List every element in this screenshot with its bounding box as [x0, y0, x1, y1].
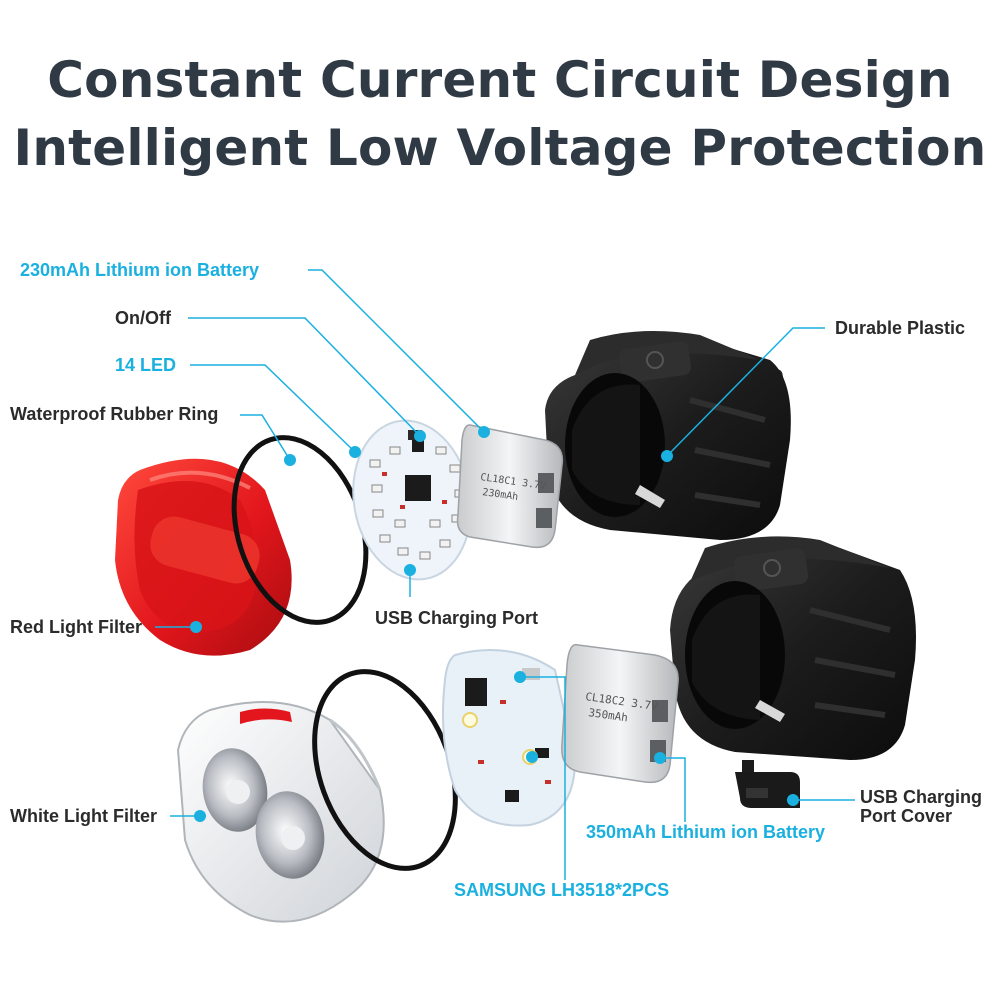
headline-line-1: Constant Current Circuit Design	[47, 51, 953, 109]
leader-samsung	[520, 676, 566, 880]
leader-on-off	[188, 317, 421, 437]
label-battery-230: 230mAh Lithium ion Battery	[20, 260, 260, 280]
label-rubber-ring: Waterproof Rubber Ring	[10, 404, 219, 424]
label-usb-cover-line-1: USB Charging	[860, 787, 983, 807]
leader-durable-plastic	[666, 327, 825, 457]
label-white-filter: White Light Filter	[10, 806, 157, 826]
label-durable-plastic: Durable Plastic	[835, 318, 966, 338]
usb-port-cover	[735, 760, 800, 808]
label-battery-350: 350mAh Lithium ion Battery	[586, 822, 826, 842]
leader-14-led	[190, 364, 356, 453]
leader-battery-350	[660, 757, 686, 822]
label-usb-port: USB Charging Port	[375, 608, 539, 628]
label-samsung: SAMSUNG LH3518*2PCS	[454, 880, 670, 900]
battery-230: CL18C1 3.7V 230mAh	[456, 424, 564, 549]
label-red-filter: Red Light Filter	[10, 617, 142, 637]
headline-line-2: Intelligent Low Voltage Protection	[13, 119, 987, 177]
bottom-housing	[670, 536, 916, 760]
battery-230-print: 230mAh	[482, 487, 519, 503]
top-housing	[545, 331, 791, 540]
callout-lines	[155, 269, 855, 880]
label-on-off: On/Off	[115, 308, 171, 328]
bottom-led-board	[441, 649, 577, 827]
battery-350-print: 350mAh	[588, 706, 629, 724]
white-light-filter	[176, 701, 385, 923]
leader-battery-230	[308, 269, 485, 433]
red-light-filter	[115, 458, 292, 656]
label-14-led: 14 LED	[115, 355, 177, 375]
label-usb-cover-line-2: Port Cover	[860, 806, 953, 826]
callout-dots	[190, 426, 799, 822]
top-led-board	[352, 419, 472, 581]
battery-350: CL18C2 3.7V 350mAh	[561, 643, 679, 784]
leader-rubber-ring	[240, 414, 291, 461]
